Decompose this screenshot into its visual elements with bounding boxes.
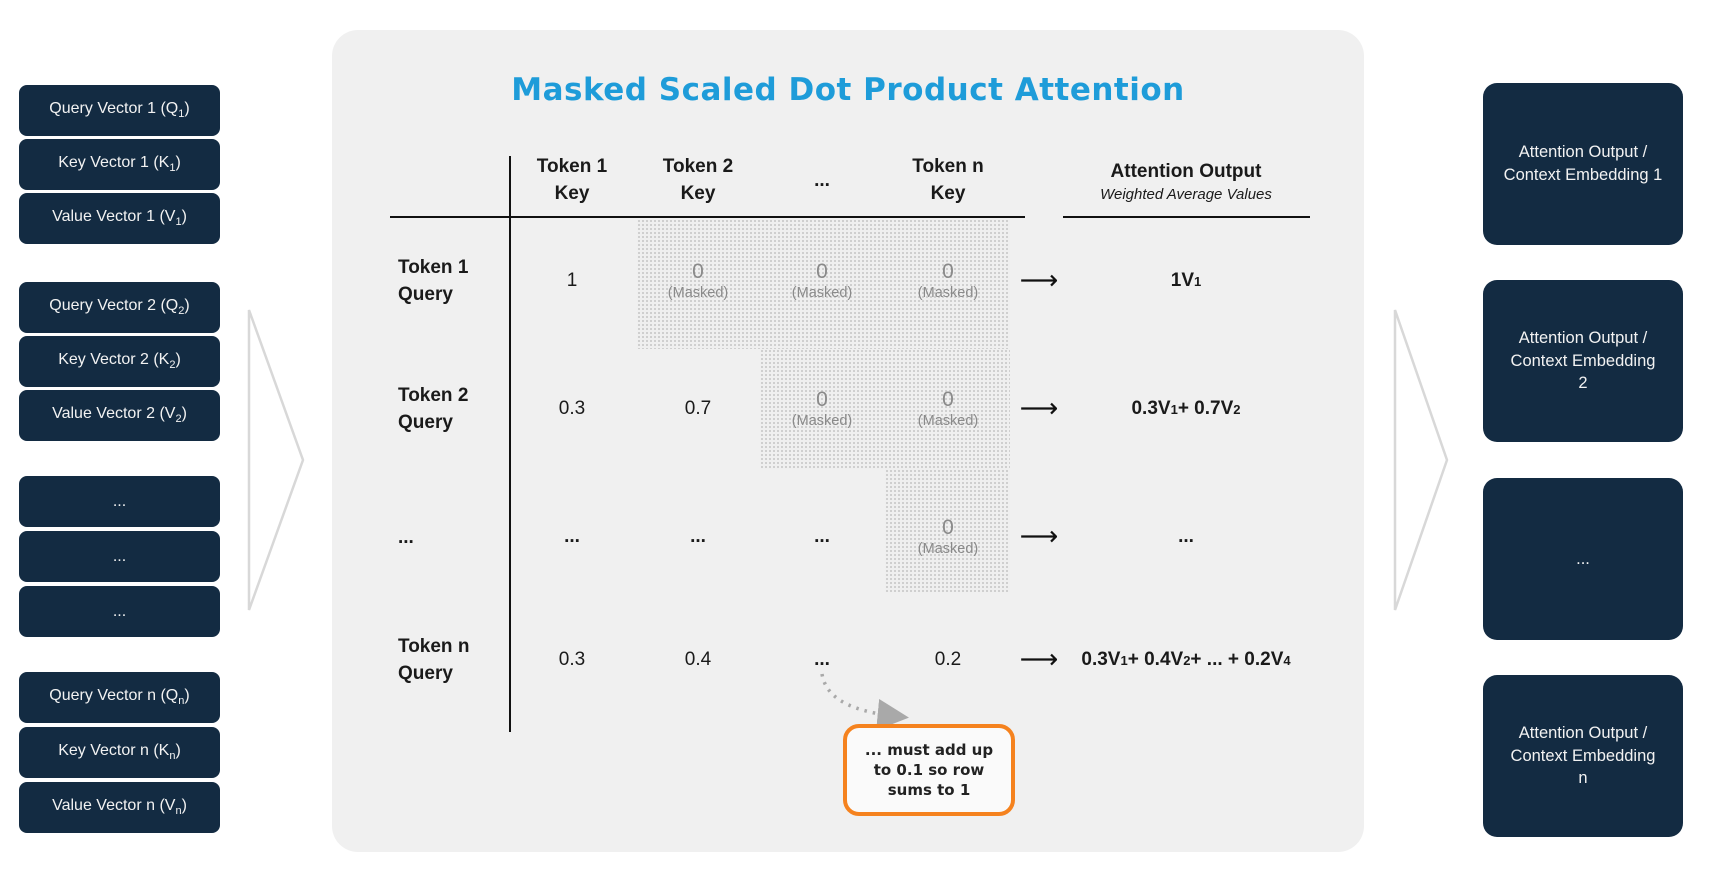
page-title: Masked Scaled Dot Product Attention (511, 72, 1185, 108)
attention-output-ellipsis-box: ... (1483, 478, 1683, 640)
table-axis-vertical-line (509, 156, 511, 732)
mask-region-row2 (760, 349, 1010, 469)
table-header-rule (390, 216, 1025, 218)
attention-score-cell: ... (564, 526, 580, 547)
masked-score-cell: 0(Masked) (667, 260, 729, 301)
box-label: ... (112, 492, 127, 510)
mask-region-row1 (637, 219, 1010, 349)
attention-score-cell: 0.3 (558, 398, 586, 419)
col-header-attention-output: Attention Output Weighted Average Values (1100, 161, 1272, 203)
value-vector-1-box: Value Vector 1 (V1) (19, 193, 220, 244)
box-label: Query Vector 2 (Q2) (49, 297, 190, 318)
attention-output-formula: ... (1178, 526, 1194, 547)
value-vector-n-box: Value Vector n (Vn) (19, 782, 220, 833)
row-label-ellipsis: ... (398, 526, 414, 548)
right-arrow-icon: ⟶ (1019, 644, 1059, 674)
vector-ellipsis-box: ... (19, 586, 220, 637)
masked-score-cell: 0(Masked) (791, 260, 853, 301)
flow-chevron-right-icon (1393, 309, 1449, 611)
row-sum-callout: ... must add up to 0.1 so row sums to 1 (843, 724, 1015, 816)
attention-score-cell: 0.4 (684, 649, 712, 670)
attention-score-cell: 0.3 (558, 649, 586, 670)
key-vector-n-box: Key Vector n (Kn) (19, 727, 220, 778)
masked-score-cell: 0(Masked) (917, 260, 979, 301)
attention-score-cell-ellipsis: ... (814, 649, 830, 670)
flow-chevron-left-icon (247, 309, 305, 611)
right-arrow-icon: ⟶ (1019, 393, 1059, 423)
box-label: Query Vector 1 (Q1) (49, 100, 190, 121)
col-header-ellipsis: ... (814, 169, 830, 191)
masked-score-cell: 0(Masked) (917, 516, 979, 557)
attention-score-cell: 0.7 (684, 398, 712, 419)
box-label: ... (112, 602, 127, 620)
mask-region-row3 (885, 469, 1010, 592)
value-vector-2-box: Value Vector 2 (V2) (19, 390, 220, 441)
attention-score-cell: ... (690, 526, 706, 547)
query-vector-2-box: Query Vector 2 (Q2) (19, 282, 220, 333)
box-label: Key Vector 1 (K1) (58, 154, 181, 175)
box-label: Value Vector n (Vn) (52, 797, 187, 818)
query-vector-n-box: Query Vector n (Qn) (19, 672, 220, 723)
box-label: Key Vector n (Kn) (58, 742, 181, 763)
output-header-rule (1063, 216, 1310, 218)
attention-score-cell: 0.2 (934, 649, 962, 670)
box-label: ... (112, 547, 127, 565)
masked-score-cell: 0(Masked) (917, 388, 979, 429)
key-vector-2-box: Key Vector 2 (K2) (19, 336, 220, 387)
key-vector-1-box: Key Vector 1 (K1) (19, 139, 220, 190)
box-label: Value Vector 1 (V1) (52, 208, 187, 229)
right-arrow-icon: ⟶ (1019, 521, 1059, 551)
right-arrow-icon: ⟶ (1019, 265, 1059, 295)
vector-ellipsis-box: ... (19, 531, 220, 582)
box-label: Value Vector 2 (V2) (52, 405, 187, 426)
vector-ellipsis-box: ... (19, 476, 220, 527)
box-label: Key Vector 2 (K2) (58, 351, 181, 372)
masked-score-cell: 0(Masked) (791, 388, 853, 429)
attention-diagram-panel: Masked Scaled Dot Product Attention Toke… (332, 30, 1364, 852)
query-vector-1-box: Query Vector 1 (Q1) (19, 85, 220, 136)
attention-output-1-box: Attention Output /Context Embedding 1 (1483, 83, 1683, 245)
attention-score-cell: 1 (566, 270, 578, 291)
box-label: Query Vector n (Qn) (49, 687, 190, 708)
attention-score-cell: ... (814, 526, 830, 547)
